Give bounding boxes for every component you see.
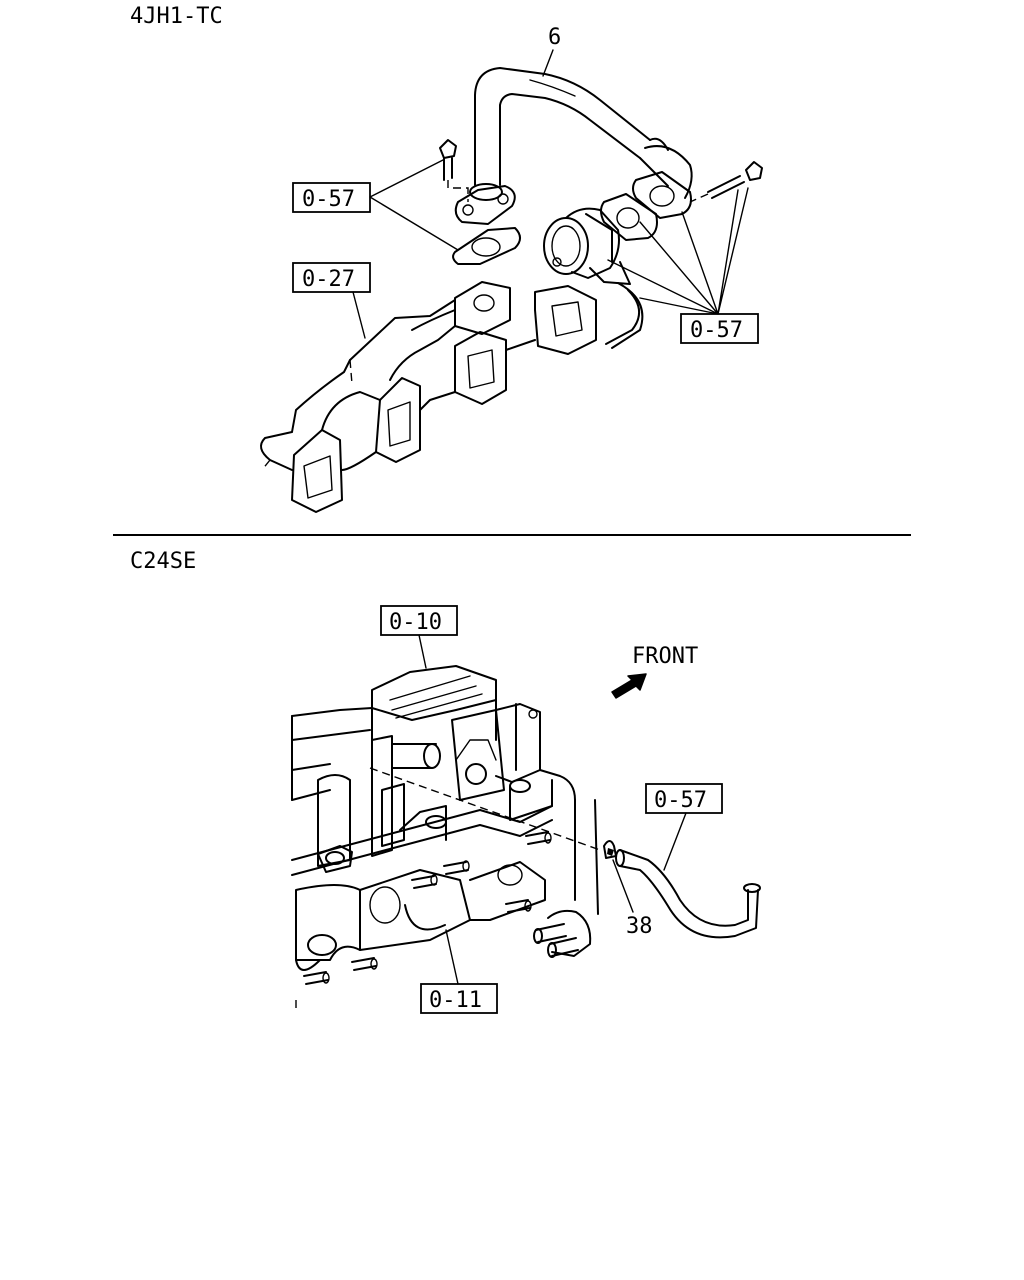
callout-38: 38 — [626, 914, 653, 939]
leader-0-10 — [418, 634, 427, 669]
leader-6 — [542, 49, 554, 77]
leader-38 — [612, 859, 634, 913]
leader-0-11 — [445, 929, 459, 985]
cylinder-head — [291, 665, 599, 1010]
callout-0-10: 0-10 — [389, 610, 442, 635]
hose-clip-38 — [603, 840, 617, 859]
gasket-left — [452, 227, 521, 265]
section-title-4jh1-tc: 4JH1-TC — [130, 4, 223, 29]
leader-0-57-lower — [663, 812, 687, 871]
callout-box-0-27 — [292, 262, 371, 293]
callout-box-0-57-upper — [292, 182, 371, 213]
callout-0-57-upper: 0-57 — [302, 187, 355, 212]
leader-0-57-upper — [369, 159, 459, 251]
leader-0-57-right — [607, 187, 749, 315]
egr-pipe — [469, 67, 693, 201]
bolt-left — [439, 139, 469, 202]
callout-box-0-57-lower — [645, 783, 723, 814]
pipe-flange-left — [454, 185, 516, 225]
front-arrow-icon — [611, 673, 647, 699]
exhaust-manifold — [260, 281, 597, 513]
callout-0-57-right: 0-57 — [690, 318, 743, 343]
callout-0-11: 0-11 — [429, 988, 482, 1013]
callout-box-0-57-right — [680, 313, 759, 344]
bolt-nut-right — [689, 161, 763, 203]
egr-valve — [543, 207, 644, 349]
section-title-c24se: C24SE — [130, 549, 196, 574]
callout-box-0-11 — [420, 983, 498, 1014]
vacuum-hose — [615, 849, 761, 939]
alignment-line — [369, 767, 601, 851]
callout-0-57-lower: 0-57 — [654, 788, 707, 813]
callout-0-27: 0-27 — [302, 267, 355, 292]
callout-6: 6 — [548, 25, 561, 50]
leader-0-27 — [352, 291, 366, 339]
gasket-mid — [600, 193, 658, 241]
front-label: FRONT — [632, 644, 698, 669]
